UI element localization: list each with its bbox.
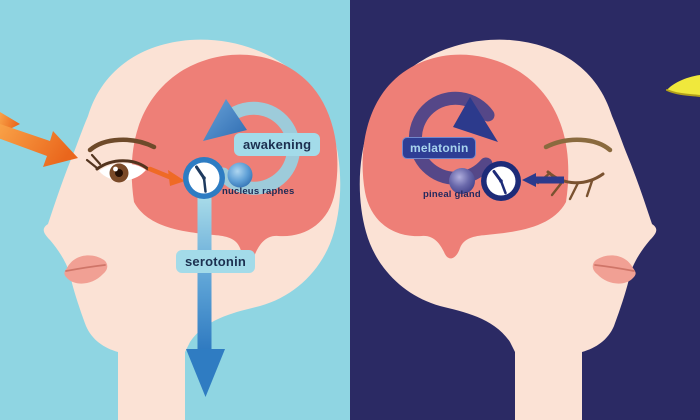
awakening-label: awakening xyxy=(234,133,321,156)
eyelashes xyxy=(85,153,102,170)
nucleus-raphes-sphere xyxy=(227,162,253,188)
lips xyxy=(592,255,636,284)
pupil xyxy=(115,169,123,177)
serotonin-label: serotonin xyxy=(176,250,256,273)
pineal-gland-label: pineal gland xyxy=(423,189,481,200)
eye-highlight xyxy=(113,166,118,172)
mouth-line xyxy=(65,264,106,272)
eyebrow xyxy=(543,137,613,153)
eyebrow xyxy=(87,137,157,153)
eye-to-clock-arrow-day xyxy=(147,166,185,186)
serotonin-arrow xyxy=(186,196,225,397)
crescent-moon-icon xyxy=(666,75,700,97)
sunlight-arrow-icon xyxy=(0,112,78,167)
lips xyxy=(64,255,108,284)
mouth-line xyxy=(594,264,635,272)
eye-to-clock-arrow-night xyxy=(522,173,564,187)
day-illustration xyxy=(0,0,350,420)
pineal-gland-sphere xyxy=(449,168,475,194)
night-head-group xyxy=(359,39,657,420)
upper-eyelid xyxy=(95,159,150,171)
day-face-features xyxy=(64,137,157,284)
clock-icon-day xyxy=(183,157,225,199)
cycle-arrow-icon xyxy=(203,99,247,141)
clock-icon-night xyxy=(481,161,521,201)
melatonin-label: melatonin xyxy=(402,137,477,159)
cycle-arrow-icon xyxy=(453,97,498,142)
day-brain xyxy=(131,54,338,259)
night-illustration xyxy=(350,0,700,420)
nucleus-raphes-label: nucleus raphes xyxy=(222,186,295,197)
